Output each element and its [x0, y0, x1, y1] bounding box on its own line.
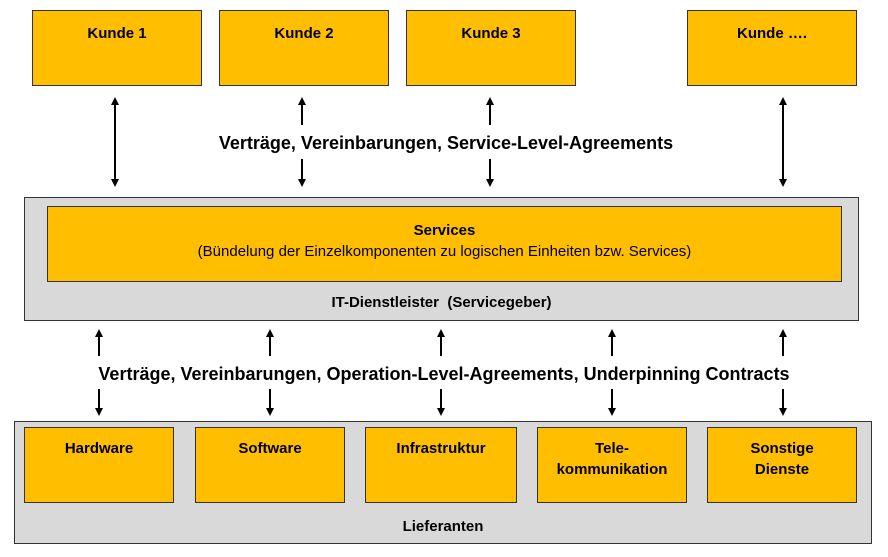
supplier-software: Software	[195, 427, 345, 503]
supplier-line: Infrastruktur	[396, 440, 486, 457]
supplier-other-services: Sonstige Dienste	[707, 427, 857, 503]
customer-label: Kunde 3	[461, 25, 521, 42]
it-provider-container: Services (Bündelung der Einzelkomponente…	[24, 197, 859, 321]
supplier-telecommunication: Tele- kommunikation	[537, 427, 687, 503]
customer-box-3: Kunde 3	[406, 10, 576, 86]
customer-box-more: Kunde ….	[687, 10, 857, 86]
supplier-line: Software	[238, 440, 302, 457]
services-subtitle: (Bündelung der Einzelkomponenten zu logi…	[197, 243, 692, 260]
supplier-line: Hardware	[64, 440, 134, 457]
supplier-contracts-label: Verträge, Vereinbarungen, Operation-Leve…	[0, 364, 888, 385]
customer-label: Kunde 2	[274, 25, 334, 42]
supplier-line: Dienste	[754, 461, 810, 478]
supplier-contracts-text: Verträge, Vereinbarungen, Operation-Leve…	[98, 364, 790, 384]
suppliers-label: Lieferanten	[402, 518, 484, 535]
customer-contracts-text: Verträge, Vereinbarungen, Service-Level-…	[218, 133, 674, 153]
services-title: Services	[413, 222, 476, 239]
supplier-infrastructure: Infrastruktur	[365, 427, 517, 503]
customer-box-2: Kunde 2	[219, 10, 389, 86]
supplier-line: kommunikation	[556, 461, 668, 478]
supplier-line: Tele-	[595, 440, 629, 457]
services-box: Services (Bündelung der Einzelkomponente…	[47, 206, 842, 282]
customer-label: Kunde 1	[87, 25, 147, 42]
supplier-line: Sonstige	[750, 440, 814, 457]
customer-contracts-label: Verträge, Vereinbarungen, Service-Level-…	[0, 133, 888, 154]
provider-label: IT-Dienstleister (Servicegeber)	[331, 294, 552, 311]
supplier-hardware: Hardware	[24, 427, 174, 503]
customer-box-1: Kunde 1	[32, 10, 202, 86]
customer-label: Kunde ….	[737, 25, 807, 42]
